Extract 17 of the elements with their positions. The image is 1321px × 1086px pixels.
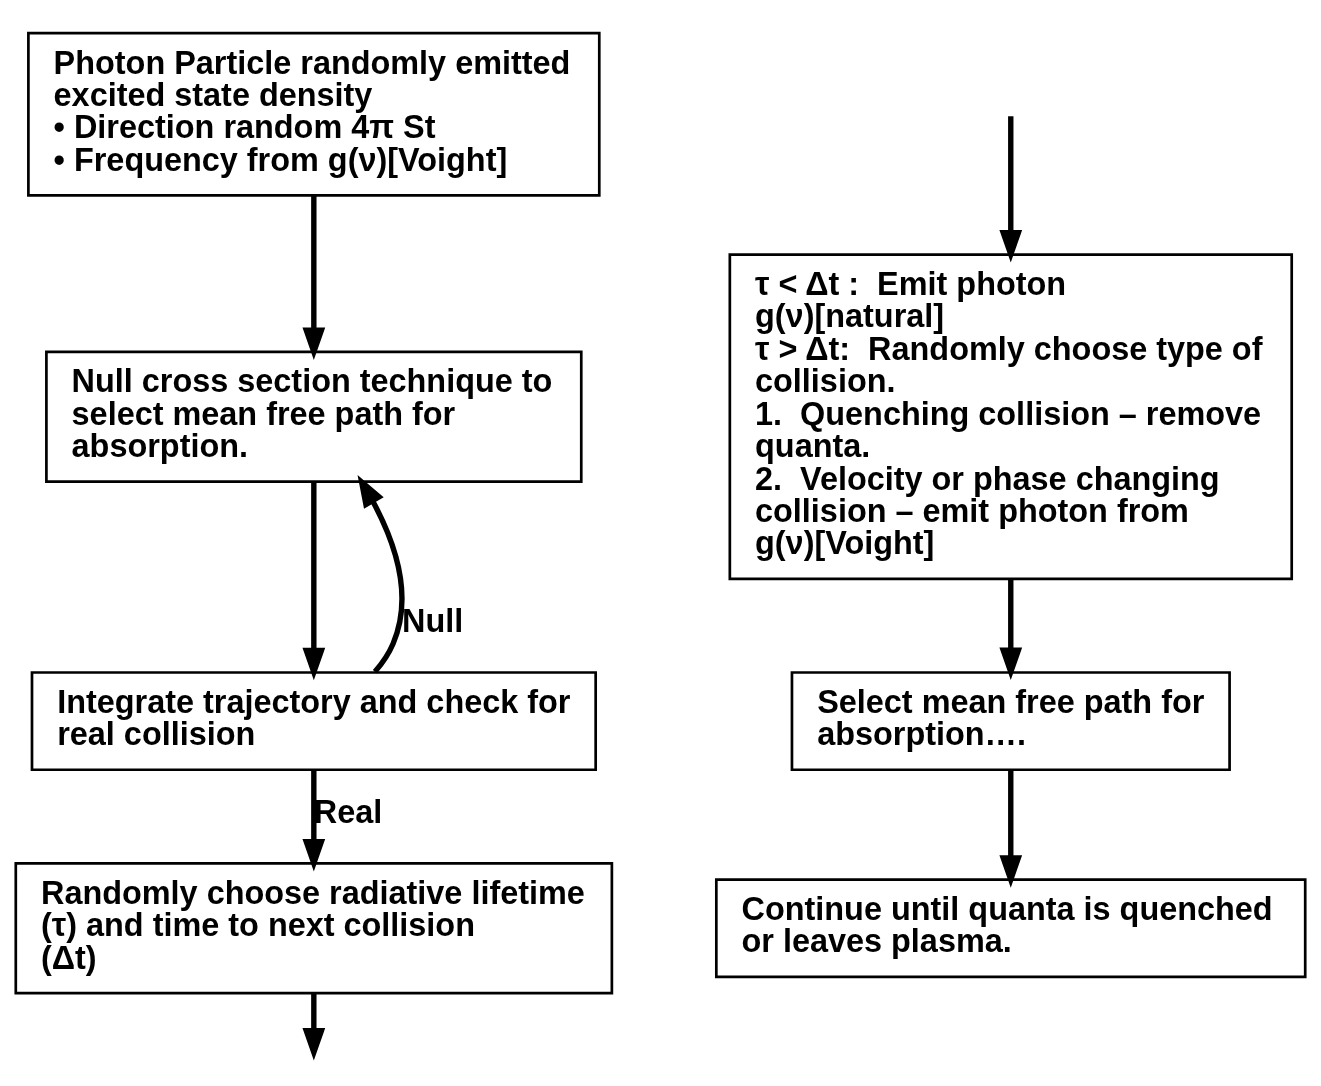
node-box: τ < Δt : Emit photon g(ν)[natural] τ > Δt: Randomly choose type of collision. 1. Quenching collision – remove quanta. 2. Velocity or phase changing collision – emit photon from g(ν)[Voight]: [728, 252, 1294, 580]
arrow: [999, 769, 1023, 888]
node-box: Photon Particle randomly emitted excited state density • Direction random 4π St • Frequency from g(ν)[Voight]: [27, 31, 601, 197]
arrow: [999, 115, 1023, 263]
arrow: [302, 769, 326, 871]
node-box: Select mean free path for absorption….: [790, 670, 1231, 771]
node-box: Integrate trajectory and check for real collision: [30, 670, 597, 771]
arrow: [357, 474, 405, 674]
arrow: [302, 194, 326, 360]
node-box: Randomly choose radiative lifetime (τ) and time to next collision (Δt): [14, 861, 614, 994]
arrow: [302, 992, 326, 1061]
edge-label: Real: [313, 793, 383, 830]
node-box: Null cross section technique to select mean free path for absorption.: [45, 350, 583, 483]
arrow: [302, 481, 326, 680]
arrow: [999, 579, 1023, 680]
edge-label: Null: [402, 602, 464, 639]
node-box: Continue until quanta is quenched or leaves plasma.: [715, 877, 1307, 978]
